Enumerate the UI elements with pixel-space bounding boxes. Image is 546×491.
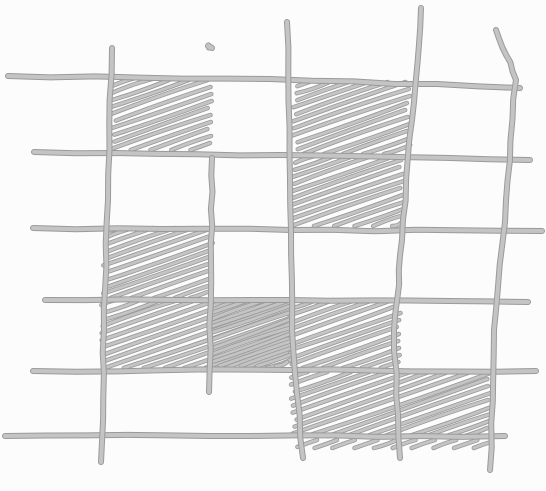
- grid-lines: [5, 8, 542, 470]
- hatched-region-3: [292, 156, 405, 226]
- hatched-region-6: [290, 300, 401, 368]
- grid-line-vertical-5: [490, 30, 516, 470]
- hatch-stroke: [103, 300, 179, 326]
- hatched-region-9: [297, 440, 491, 448]
- hatch-stroke: [291, 372, 369, 399]
- grid-line-vertical-6: [208, 45, 212, 48]
- hatched-region-4: [103, 228, 212, 298]
- grid-line-horizontal-5: [33, 369, 536, 371]
- hatched-region-1: [112, 78, 212, 150]
- hatched-region-2: [293, 82, 410, 154]
- hatched-region-7: [291, 372, 493, 436]
- grid-line-horizontal-6: [5, 435, 505, 437]
